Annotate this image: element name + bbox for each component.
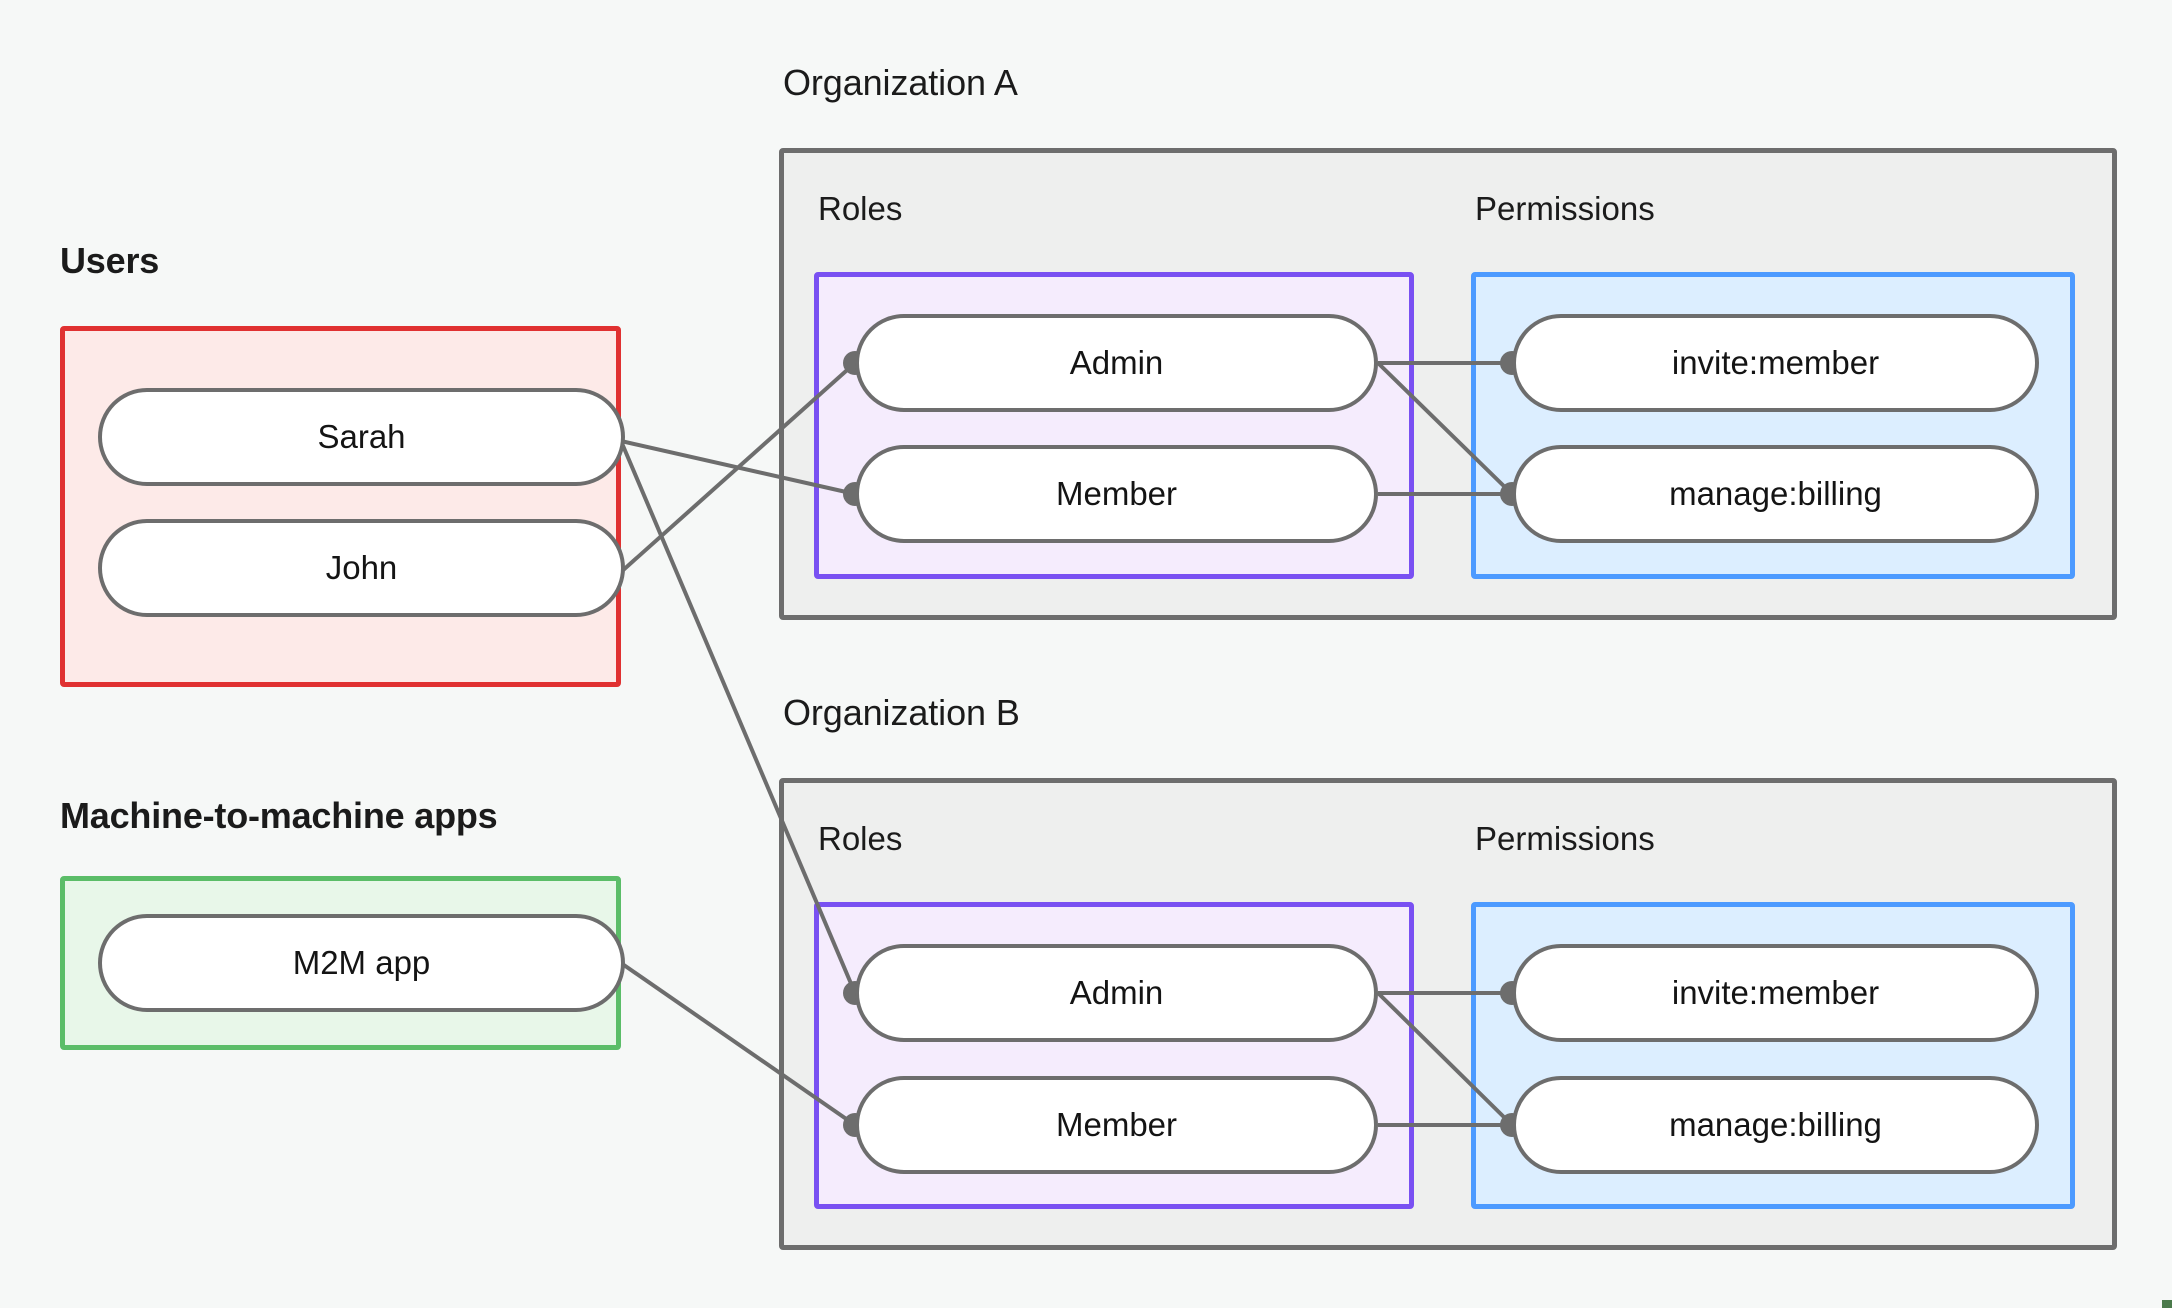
organization-b-role-admin[interactable]: Admin [855,944,1378,1042]
organization-a-permissions-label: Permissions [1475,190,1655,227]
users-container [60,326,621,687]
organization-a-title: Organization A [783,62,1018,103]
organization-a-permission-invite-member[interactable]: invite:member [1512,314,2039,412]
organization-b-role-member[interactable]: Member [855,1076,1378,1174]
user-pill-john[interactable]: John [98,519,625,617]
organization-b-title: Organization B [783,692,1020,733]
organization-a-permission-manage-billing[interactable]: manage:billing [1512,445,2039,543]
m2m-section-title: Machine-to-machine apps [60,795,498,836]
organization-b-permission-invite-member[interactable]: invite:member [1512,944,2039,1042]
organization-a-role-member[interactable]: Member [855,445,1378,543]
organization-a-roles-label: Roles [818,190,903,227]
organization-b-roles-label: Roles [818,820,903,857]
organization-b-permission-manage-billing[interactable]: manage:billing [1512,1076,2039,1174]
corner-artifact [2162,1300,2172,1308]
organization-b-permissions-label: Permissions [1475,820,1655,857]
user-pill-sarah[interactable]: Sarah [98,388,625,486]
users-section-title: Users [60,240,160,281]
organization-a-role-admin[interactable]: Admin [855,314,1378,412]
m2m-pill-app[interactable]: M2M app [98,914,625,1012]
